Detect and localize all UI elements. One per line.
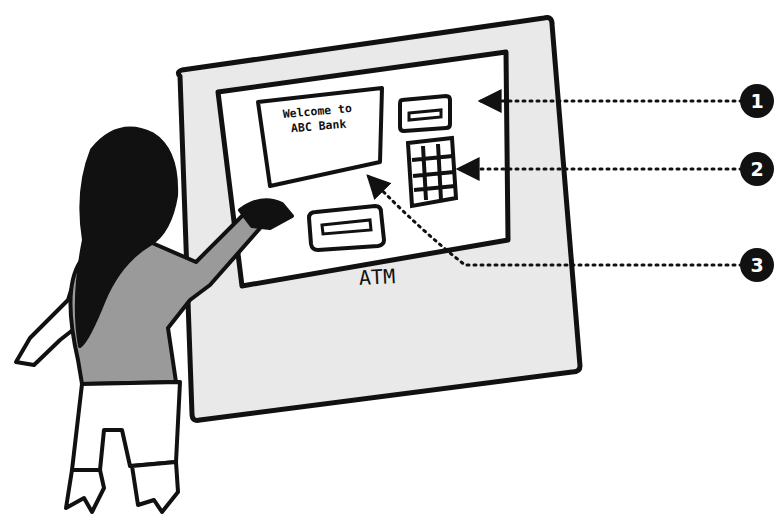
person xyxy=(16,129,292,512)
atm-machine-outline xyxy=(172,14,588,424)
atm-screen-outline xyxy=(256,86,386,188)
callout-number: 2 xyxy=(740,152,774,186)
cash-slot xyxy=(309,206,384,250)
leader-line xyxy=(368,101,742,265)
card-slot xyxy=(400,96,450,131)
atm-screen: Welcome to ABC Bank xyxy=(256,86,386,188)
callout-number: 3 xyxy=(740,248,774,282)
atm-machine: ATMWelcome to ABC Bank xyxy=(172,14,588,424)
callout-number: 1 xyxy=(740,84,774,118)
keypad xyxy=(408,138,456,206)
